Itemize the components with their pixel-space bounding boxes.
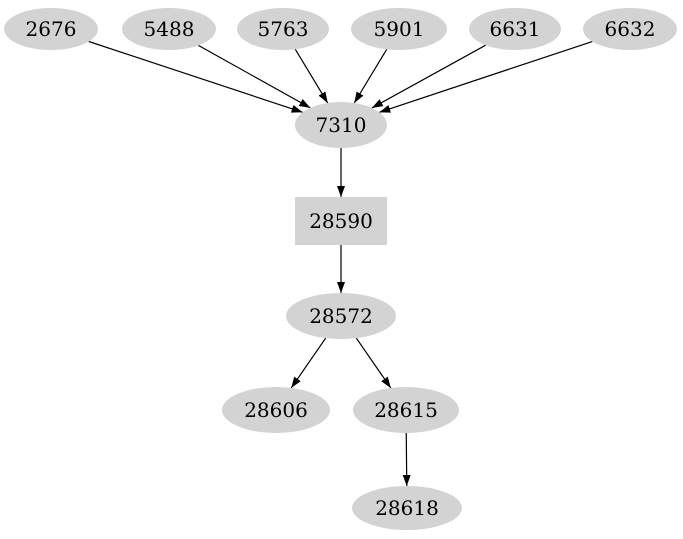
node-label-28618: 28618: [375, 496, 439, 520]
node-ellipse-shape: [353, 387, 459, 433]
node-5763: 5763: [237, 8, 329, 50]
node-28572: 28572: [286, 293, 396, 339]
nodes-layer: 2676 5488 5763 5901 6631 6632 7310 28590 28572 28…: [4, 8, 677, 530]
node-5488: 5488: [122, 8, 216, 50]
node-label-2676: 2676: [26, 17, 77, 41]
edge-5488-7310: [198, 44, 311, 109]
node-ellipse-shape: [583, 8, 677, 50]
node-ellipse-shape: [469, 8, 561, 50]
node-ellipse-shape: [237, 8, 329, 50]
node-label-5901: 5901: [374, 17, 425, 41]
edge-6631-7310: [371, 44, 486, 109]
node-28606: 28606: [222, 387, 330, 433]
node-label-5488: 5488: [144, 17, 195, 41]
edge-28572-28606: [290, 337, 327, 389]
node-28590: 28590: [295, 197, 387, 245]
node-ellipse-shape: [286, 293, 396, 339]
node-label-28606: 28606: [244, 398, 308, 422]
node-5901: 5901: [351, 8, 447, 50]
node-7310: 7310: [295, 102, 387, 148]
node-label-5763: 5763: [258, 17, 309, 41]
node-ellipse-shape: [351, 8, 447, 50]
node-28615: 28615: [353, 387, 459, 433]
node-6631: 6631: [469, 8, 561, 50]
node-label-28572: 28572: [309, 304, 373, 328]
node-box-shape: [295, 197, 387, 245]
node-ellipse-shape: [222, 387, 330, 433]
node-label-7310: 7310: [316, 113, 367, 137]
edge-6632-7310: [379, 40, 593, 113]
node-label-28590: 28590: [309, 209, 373, 233]
node-label-28615: 28615: [374, 398, 438, 422]
node-2676: 2676: [4, 8, 98, 50]
edge-28615-28618: [402, 432, 411, 487]
edge-28572-28615: [355, 337, 392, 389]
edge-5901-7310: [353, 48, 388, 104]
edge-5763-7310: [294, 48, 329, 104]
edges-layer: [88, 40, 593, 487]
node-ellipse-shape: [352, 486, 462, 530]
node-label-6632: 6632: [605, 17, 656, 41]
node-label-6631: 6631: [490, 17, 541, 41]
node-ellipse-shape: [122, 8, 216, 50]
node-28618: 28618: [352, 486, 462, 530]
node-ellipse-shape: [4, 8, 98, 50]
node-ellipse-shape: [295, 102, 387, 148]
edge-2676-7310: [88, 40, 303, 113]
node-6632: 6632: [583, 8, 677, 50]
